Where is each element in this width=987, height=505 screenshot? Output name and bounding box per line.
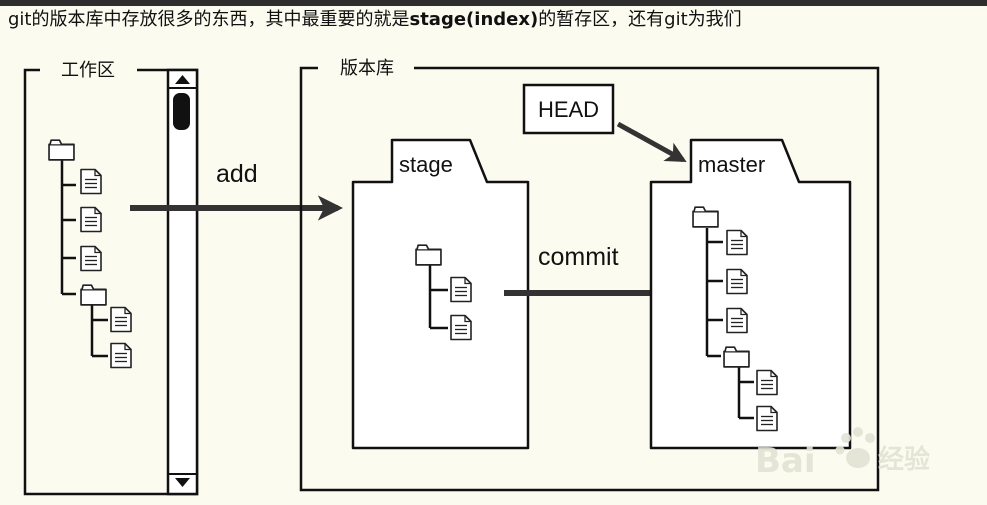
watermark: Bai 经验 [755,427,930,481]
scroll-down-arrow-icon[interactable] [175,478,190,487]
git-diagram: 工作区 add 版本库 [23,58,930,496]
workspace-scrollbar[interactable] [166,68,199,496]
paw-icon [835,427,875,468]
top-border [0,0,987,6]
add-label: add [216,160,258,188]
workspace-panel: 工作区 [23,60,199,496]
commit-label: commit [538,243,619,271]
file-icon [726,268,748,295]
stage-area: stage [351,138,530,450]
master-branch: master [649,138,852,450]
stage-label: stage [399,152,453,177]
head-pointer: HEAD [522,83,687,163]
file-icon [726,229,748,256]
watermark-suffix: 经验 [878,444,930,475]
intro-text: git的版本库中存放很多的东西，其中最重要的就是stage(index)的暂存区… [8,8,987,32]
repository-panel: 版本库 [299,58,880,492]
head-label: HEAD [538,97,599,122]
scroll-up-arrow-icon[interactable] [175,75,190,84]
intro-text-bold: stage(index) [409,9,539,30]
intro-text-before: git的版本库中存放很多的东西，其中最重要的就是 [8,9,410,30]
master-label: master [698,152,765,177]
file-icon [80,245,102,272]
watermark-brand: Bai [755,441,816,481]
file-icon [756,369,778,396]
file-icon [110,342,132,369]
file-icon [450,314,472,341]
file-icon [80,168,102,195]
workspace-label: 工作区 [61,60,115,81]
file-icon [726,307,748,334]
workspace-file-tree [48,139,132,369]
scroll-thumb[interactable] [173,93,190,130]
intro-text-after: 的暂存区，还有git为我们 [538,9,742,30]
folder-icon [80,284,107,306]
file-icon [756,405,778,432]
folder-icon [48,139,75,161]
file-icon [80,206,102,233]
add-arrow: add [130,160,344,221]
repository-label: 版本库 [340,58,394,79]
file-icon [450,276,472,303]
file-icon [110,306,132,333]
